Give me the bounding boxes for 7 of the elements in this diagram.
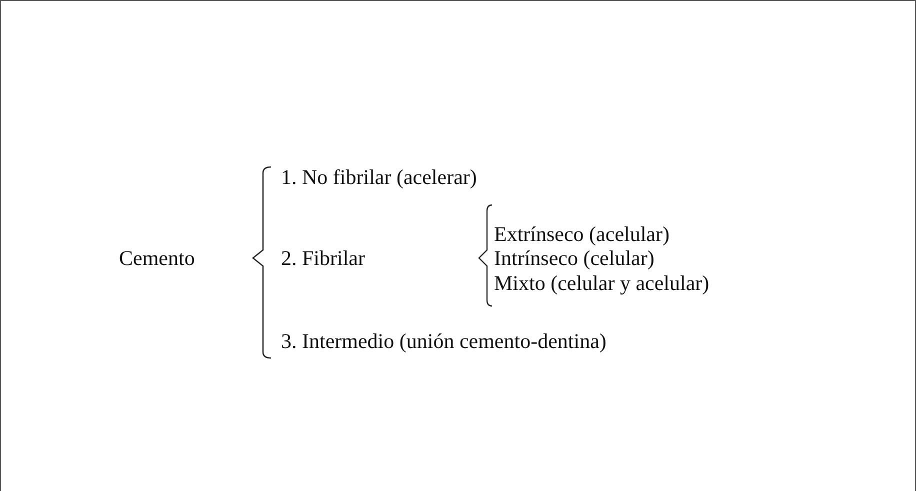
root-term: Cemento [119, 246, 195, 270]
sub-item: Extrínseco (acelular) [494, 222, 670, 246]
list-item: 1. No fibrilar (acelerar) [281, 165, 477, 189]
list-item: 2. Fibrilar [281, 246, 365, 270]
list-item: 3. Intermedio (unión cemento-dentina) [281, 329, 606, 353]
sub-item: Mixto (celular y acelular) [494, 271, 710, 295]
sub-item: Intrínseco (celular) [494, 246, 654, 270]
